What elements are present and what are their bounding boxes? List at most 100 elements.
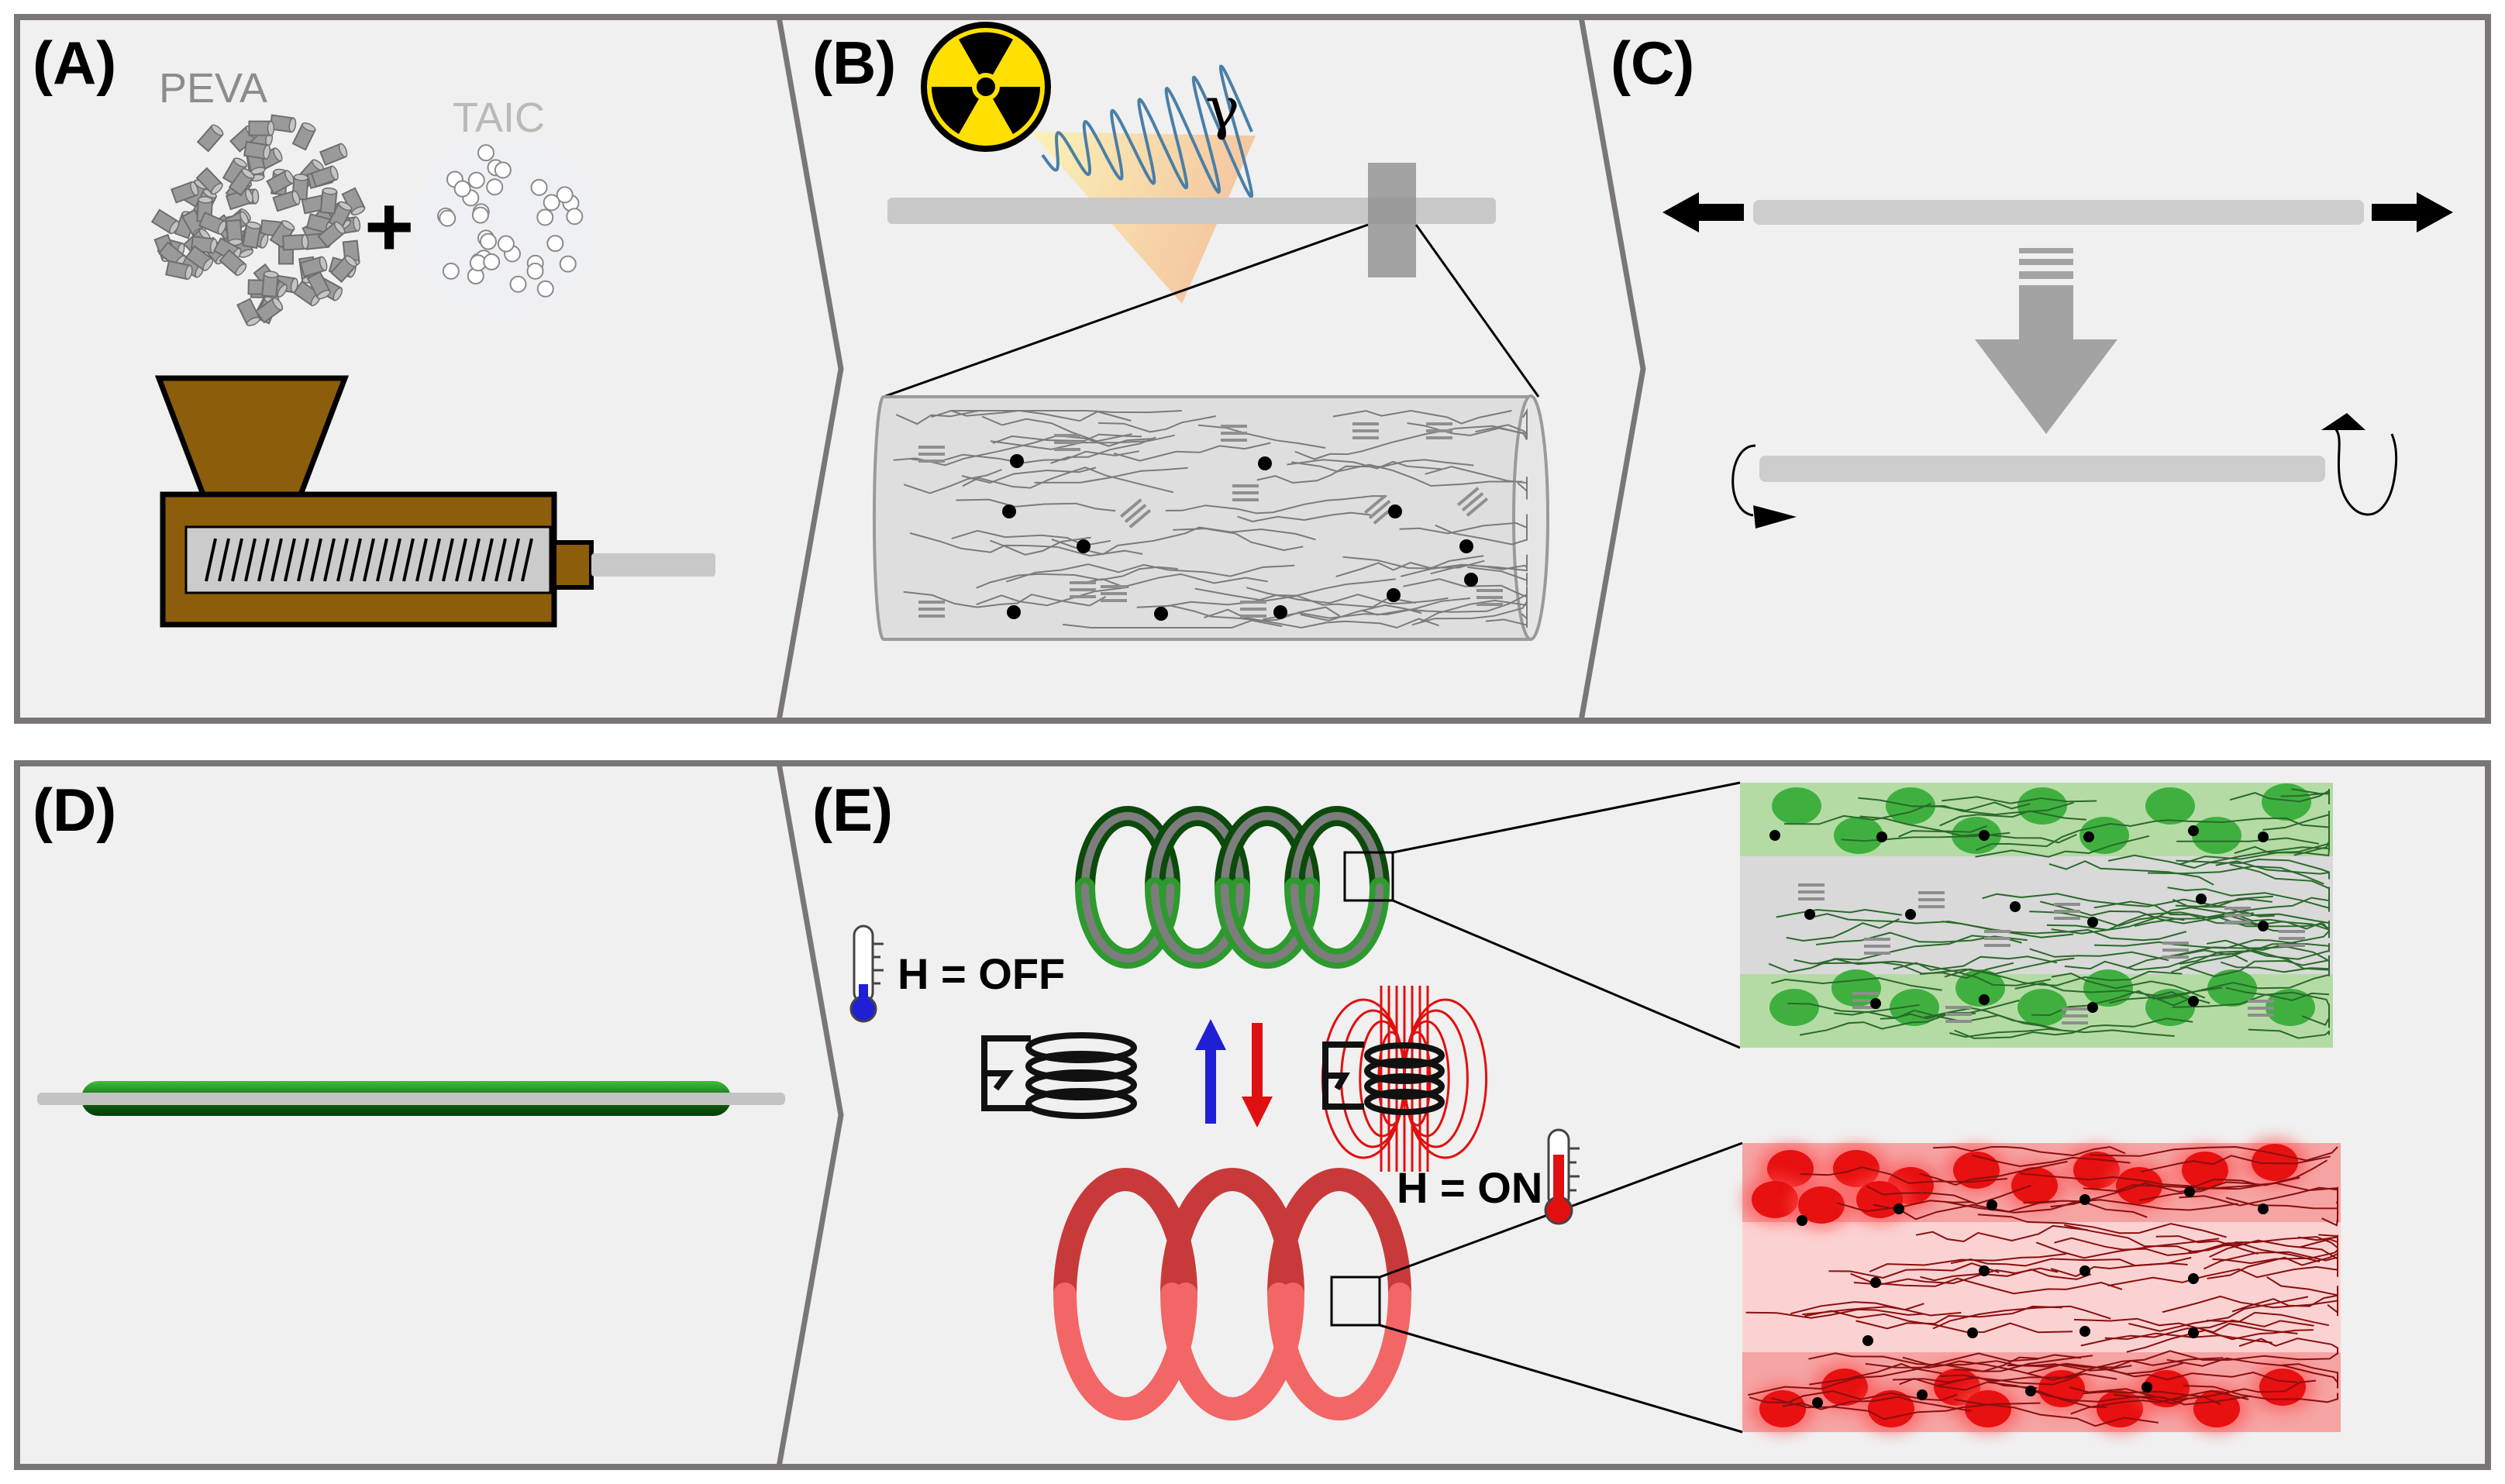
peva-pellet: [228, 168, 255, 197]
peva-pellet: [254, 297, 284, 324]
panel-d-label: (D): [33, 776, 116, 844]
taic-bead: [486, 178, 504, 196]
panel-b: (B) γ: [812, 22, 1549, 641]
peva-pellet: [282, 233, 309, 251]
zoom-line-right: [1414, 224, 1540, 398]
zoom-line-green-top: [1392, 781, 1741, 854]
crosslinked-network-cylinder: [872, 394, 1549, 641]
green-microstructure-panel: [1740, 783, 2333, 1048]
panel-c: (C): [1611, 29, 2453, 529]
taic-bead: [546, 235, 564, 253]
peva-pellet: [319, 187, 338, 215]
taic-bead: [483, 253, 501, 270]
taic-bead: [536, 208, 554, 226]
peva-pellet: [310, 165, 339, 188]
taic-bead-cluster: [414, 135, 597, 318]
peva-pellet: [242, 221, 262, 250]
extruder-screw: [205, 538, 533, 582]
thermometer-hot-icon: [1544, 1128, 1580, 1225]
field-off-label: H = OFF: [898, 949, 1065, 998]
arrow-left-icon: [1663, 192, 1744, 232]
taic-bead: [509, 275, 527, 293]
arrow-down-icon: [1242, 1023, 1273, 1128]
field-on-label: H = ON: [1397, 1163, 1542, 1212]
taic-bead: [559, 255, 577, 273]
taic-label: TAIC: [453, 95, 545, 141]
panel-a: (A) PEVA TAIC +: [33, 29, 715, 628]
taic-bead: [530, 178, 548, 196]
twist-arrow-right: [2331, 423, 2398, 516]
stretched-rod: [1753, 200, 2364, 225]
zoom-line-green-bottom: [1392, 899, 1741, 1049]
irradiation-zone-marker: [1368, 163, 1416, 277]
chevron-divider-ab: [776, 16, 844, 721]
peva-pellet: [329, 255, 357, 284]
plus-sign: +: [364, 179, 414, 274]
taic-bead: [526, 262, 544, 280]
peva-pellet: [317, 221, 346, 249]
extruder-die: [552, 540, 594, 590]
peva-pellet: [261, 270, 279, 298]
taic-bead: [471, 206, 489, 224]
red-coil-zoom-box: [1330, 1276, 1381, 1327]
taic-bead: [442, 262, 460, 280]
twist-arrowhead-right: [2321, 413, 2365, 430]
panel-e-label: (E): [812, 776, 893, 844]
peva-pellet: [306, 270, 332, 300]
taic-bead: [479, 232, 497, 250]
peva-pellet: [165, 260, 193, 281]
peva-pellet: [219, 249, 247, 277]
peva-pellet: [171, 181, 199, 204]
red-microstructure-panel: [1742, 1138, 2341, 1434]
peva-pellet: [196, 124, 224, 153]
peva-pellet: [299, 256, 328, 277]
chevron-divider-de: [776, 763, 844, 1468]
panel-b-label: (B): [812, 29, 896, 97]
taic-bead: [497, 235, 515, 253]
radiation-icon: [921, 22, 1051, 152]
taic-bead: [543, 194, 560, 212]
gamma-wave: [1041, 64, 1253, 199]
peva-label: PEVA: [159, 65, 267, 112]
peva-pellet: [291, 122, 316, 151]
taic-bead: [536, 280, 554, 298]
peva-pellet: [222, 157, 248, 186]
extruded-filament: [591, 553, 715, 577]
green-coil-actuator: [1075, 806, 1390, 969]
peva-pellet: [150, 208, 180, 235]
taic-bead: [439, 209, 457, 227]
arrow-right-icon: [2372, 192, 2453, 232]
red-coil-actuator: [1053, 1168, 1411, 1420]
taic-bead: [467, 171, 485, 189]
zoom-line-red-bottom: [1379, 1324, 1743, 1434]
green-coil-zoom-box: [1343, 851, 1394, 902]
taic-bead: [477, 144, 494, 162]
peva-pellet: [184, 245, 214, 272]
polymer-chain-network: [893, 408, 1528, 629]
chevron-divider-bc: [1578, 16, 1646, 721]
irradiated-rod: [887, 198, 1496, 224]
twist-arrow-left: [1731, 444, 1756, 517]
arrow-up-icon: [1195, 1019, 1226, 1124]
magnetic-coil-on-icon: [1321, 986, 1488, 1172]
peva-pellet: [272, 190, 301, 212]
fiber-core: [37, 1093, 785, 1105]
extruder-icon: [154, 375, 715, 628]
peva-pellet: [198, 212, 227, 236]
taic-bead: [453, 180, 471, 198]
twisted-rod: [1759, 456, 2325, 482]
gamma-symbol: γ: [1205, 75, 1239, 142]
panel-a-label: (A): [33, 29, 116, 97]
twist-arrowhead-left: [1753, 505, 1797, 529]
taic-bead: [494, 161, 512, 179]
peva-pellet-cluster: [150, 114, 366, 326]
peva-pellet: [269, 114, 297, 133]
peva-pellet: [266, 170, 295, 195]
peva-pellet: [195, 167, 223, 195]
zoom-line-left: [883, 223, 1369, 398]
peva-pellet: [319, 143, 348, 167]
taic-bead: [566, 208, 584, 226]
panel-d: (D): [33, 776, 785, 1116]
peva-pellet: [236, 298, 261, 326]
